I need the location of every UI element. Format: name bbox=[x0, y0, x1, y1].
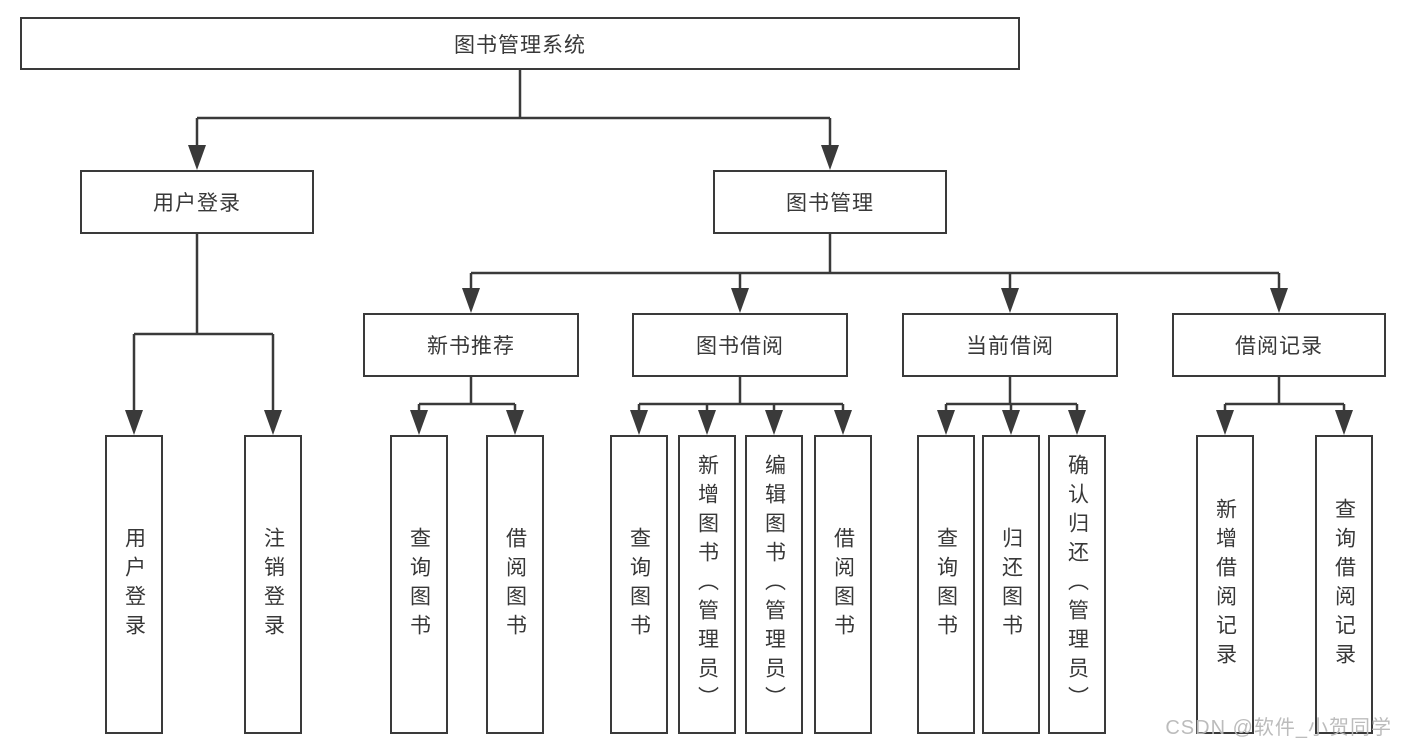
leaf-add-borrow-record: 新增借阅记录 bbox=[1196, 435, 1254, 734]
leaf-query-books-current: 查询图书 bbox=[917, 435, 975, 734]
leaf-return-book: 归还图书 bbox=[982, 435, 1040, 734]
leaf-add-borrow-record-label: 新增借阅记录 bbox=[1213, 497, 1237, 672]
leaf-borrow-books-borrowing: 借阅图书 bbox=[814, 435, 872, 734]
leaf-query-borrow-record: 查询借阅记录 bbox=[1315, 435, 1373, 734]
arrowhead bbox=[506, 410, 524, 435]
node-book-management: 图书管理 bbox=[713, 170, 947, 234]
arrowhead bbox=[462, 288, 480, 313]
node-user-login-label: 用户登录 bbox=[153, 192, 241, 215]
leaf-user-login: 用户登录 bbox=[105, 435, 163, 734]
arrowhead bbox=[821, 145, 839, 170]
leaf-query-books-recommend-label: 查询图书 bbox=[407, 526, 431, 643]
arrowhead bbox=[1068, 410, 1086, 435]
leaf-borrow-books-recommend: 借阅图书 bbox=[486, 435, 544, 734]
node-current-borrowing-label: 当前借阅 bbox=[966, 335, 1054, 358]
arrowhead bbox=[937, 410, 955, 435]
leaf-add-book-admin-label: 新增图书（管理员） bbox=[695, 454, 719, 715]
watermark: CSDN @软件_小贺同学 bbox=[1165, 717, 1392, 739]
leaf-confirm-return-admin-label: 确认归还（管理员） bbox=[1065, 454, 1089, 715]
leaf-borrow-books-borrowing-label: 借阅图书 bbox=[831, 526, 855, 643]
node-root: 图书管理系统 bbox=[20, 17, 1020, 70]
node-borrowing-records-label: 借阅记录 bbox=[1235, 335, 1323, 358]
leaf-logout-login: 注销登录 bbox=[244, 435, 302, 734]
node-new-book-recommendation-label: 新书推荐 bbox=[427, 335, 515, 358]
node-borrowing-records: 借阅记录 bbox=[1172, 313, 1386, 377]
leaf-edit-book-admin: 编辑图书（管理员） bbox=[745, 435, 803, 734]
arrowhead bbox=[264, 410, 282, 435]
arrowhead bbox=[834, 410, 852, 435]
leaf-query-books-recommend: 查询图书 bbox=[390, 435, 448, 734]
leaf-return-book-label: 归还图书 bbox=[999, 526, 1023, 643]
leaf-edit-book-admin-label: 编辑图书（管理员） bbox=[762, 454, 786, 715]
node-book-management-label: 图书管理 bbox=[786, 192, 874, 215]
leaf-add-book-admin: 新增图书（管理员） bbox=[678, 435, 736, 734]
connector-book-borrowing-to-leaves bbox=[630, 377, 852, 435]
leaf-user-login-label: 用户登录 bbox=[122, 526, 146, 643]
leaf-query-borrow-record-label: 查询借阅记录 bbox=[1332, 497, 1356, 672]
arrowhead bbox=[731, 288, 749, 313]
node-root-label: 图书管理系统 bbox=[454, 33, 586, 57]
arrowhead bbox=[765, 410, 783, 435]
leaf-borrow-books-recommend-label: 借阅图书 bbox=[503, 526, 527, 643]
node-book-borrowing-label: 图书借阅 bbox=[696, 335, 784, 358]
arrowhead bbox=[1335, 410, 1353, 435]
arrowhead bbox=[410, 410, 428, 435]
connector-borrowing-records-to-leaves bbox=[1216, 377, 1353, 435]
arrowhead bbox=[1001, 288, 1019, 313]
leaf-logout-login-label: 注销登录 bbox=[261, 526, 285, 643]
node-book-borrowing: 图书借阅 bbox=[632, 313, 848, 377]
leaf-query-books-current-label: 查询图书 bbox=[934, 526, 958, 643]
arrowhead bbox=[698, 410, 716, 435]
arrowhead bbox=[630, 410, 648, 435]
arrowhead bbox=[1216, 410, 1234, 435]
arrowhead bbox=[188, 145, 206, 170]
connector-book-management-to-level3 bbox=[462, 234, 1288, 313]
connector-root-to-level2 bbox=[188, 70, 839, 170]
connector-current-borrowing-to-leaves bbox=[937, 377, 1086, 435]
leaf-query-books-borrowing: 查询图书 bbox=[610, 435, 668, 734]
leaf-confirm-return-admin: 确认归还（管理员） bbox=[1048, 435, 1106, 734]
node-user-login: 用户登录 bbox=[80, 170, 314, 234]
arrowhead bbox=[1002, 410, 1020, 435]
arrowhead bbox=[125, 410, 143, 435]
connector-user-login-to-leaves bbox=[125, 234, 282, 435]
connector-new-book-recommendation-to-leaves bbox=[410, 377, 524, 435]
node-current-borrowing: 当前借阅 bbox=[902, 313, 1118, 377]
leaf-query-books-borrowing-label: 查询图书 bbox=[627, 526, 651, 643]
node-new-book-recommendation: 新书推荐 bbox=[363, 313, 579, 377]
arrowhead bbox=[1270, 288, 1288, 313]
